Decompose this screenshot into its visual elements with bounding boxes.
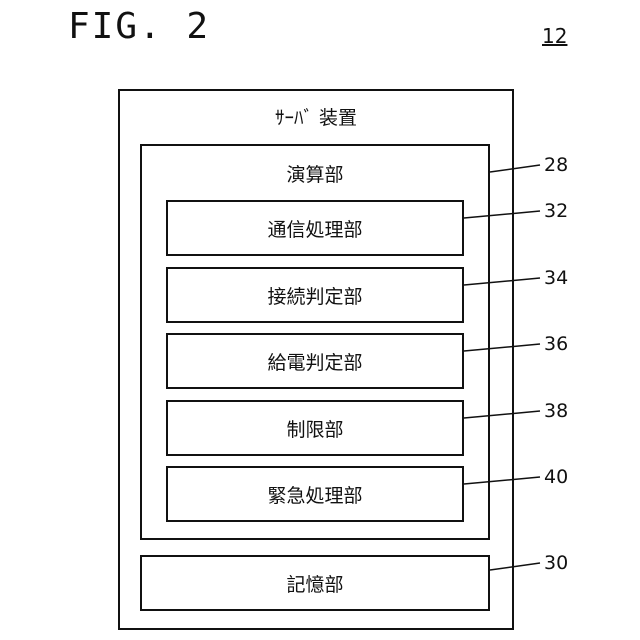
figure-title: FIG. 2 — [68, 6, 210, 47]
connection-determination-box: 接続判定部 — [166, 267, 464, 323]
ref-30: 30 — [544, 552, 568, 574]
power-supply-determination-label: 給電判定部 — [267, 348, 362, 375]
ref-36: 36 — [544, 333, 568, 355]
connection-determination-label: 接続判定部 — [267, 282, 362, 309]
figure-reference-number: 12 — [542, 24, 567, 48]
server-device-label: ｻｰﾊﾞ 装置 — [120, 103, 512, 130]
calculation-unit-label: 演算部 — [142, 160, 488, 187]
restriction-unit-box: 制限部 — [166, 400, 464, 456]
ref-28: 28 — [544, 154, 568, 176]
ref-38: 38 — [544, 400, 568, 422]
storage-unit-label: 記憶部 — [286, 570, 343, 597]
ref-32: 32 — [544, 200, 568, 222]
communication-processing-label: 通信処理部 — [267, 215, 362, 242]
power-supply-determination-box: 給電判定部 — [166, 333, 464, 389]
ref-40: 40 — [544, 466, 568, 488]
storage-unit-box: 記憶部 — [140, 555, 490, 611]
restriction-unit-label: 制限部 — [286, 415, 343, 442]
ref-34: 34 — [544, 267, 568, 289]
communication-processing-box: 通信処理部 — [166, 200, 464, 256]
emergency-processing-box: 緊急処理部 — [166, 466, 464, 522]
emergency-processing-label: 緊急処理部 — [267, 481, 362, 508]
